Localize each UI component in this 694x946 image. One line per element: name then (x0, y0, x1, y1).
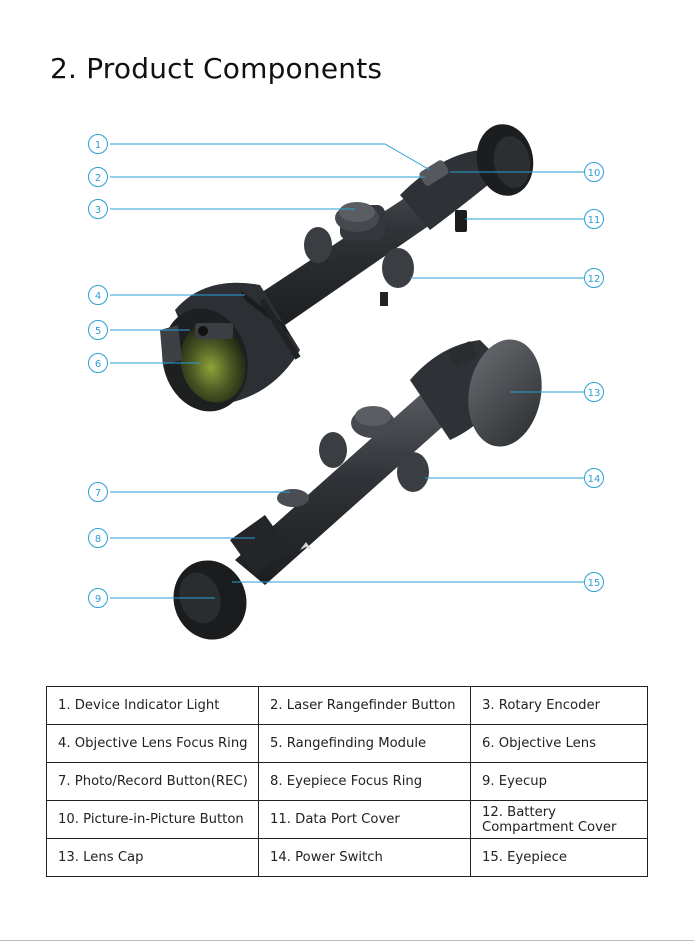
table-cell: 13. Lens Cap (46, 838, 259, 877)
svg-text:10: 10 (588, 168, 601, 179)
callout-2: 2 (88, 167, 108, 187)
svg-text:7: 7 (95, 488, 101, 499)
callout-11: 11 (584, 209, 604, 229)
product-diagram: 1 2 3 4 5 6 7 8 9 10 11 12 13 14 15 (0, 120, 694, 660)
callout-4: 4 (88, 285, 108, 305)
table-cell: 9. Eyecup (470, 762, 648, 801)
table-row: 13. Lens Cap 14. Power Switch 15. Eyepie… (46, 838, 648, 877)
scope-top-view (160, 124, 534, 412)
table-cell: 1. Device Indicator Light (46, 686, 259, 725)
callout-10: 10 (584, 162, 604, 182)
table-cell: 3. Rotary Encoder (470, 686, 648, 725)
svg-text:2: 2 (95, 173, 101, 184)
table-cell: 5. Rangefinding Module (258, 724, 471, 763)
callout-12: 12 (584, 268, 604, 288)
table-cell: 15. Eyepiece (470, 838, 648, 877)
table-cell: 4. Objective Lens Focus Ring (46, 724, 259, 763)
callout-5: 5 (88, 320, 108, 340)
table-cell: 2. Laser Rangefinder Button (258, 686, 471, 725)
callout-lines (110, 143, 585, 599)
callout-15: 15 (584, 572, 604, 592)
svg-text:4: 4 (95, 291, 101, 302)
svg-text:8: 8 (95, 534, 101, 545)
callout-8: 8 (88, 528, 108, 548)
svg-text:5: 5 (95, 326, 101, 337)
svg-text:13: 13 (588, 388, 601, 399)
svg-text:3: 3 (95, 205, 101, 216)
callout-1: 1 (88, 134, 108, 154)
table-cell: 12. Battery Compartment Cover (470, 800, 648, 839)
svg-text:6: 6 (95, 359, 101, 370)
table-cell: 14. Power Switch (258, 838, 471, 877)
table-cell: 8. Eyepiece Focus Ring (258, 762, 471, 801)
callout-3: 3 (88, 199, 108, 219)
table-row: 7. Photo/Record Button(REC) 8. Eyepiece … (46, 762, 648, 801)
svg-text:11: 11 (588, 215, 601, 226)
svg-text:1: 1 (95, 140, 101, 151)
callout-14: 14 (584, 468, 604, 488)
svg-text:9: 9 (95, 594, 101, 605)
svg-text:15: 15 (588, 578, 601, 589)
callout-9: 9 (88, 588, 108, 608)
page-title: 2. Product Components (50, 52, 383, 85)
callout-6: 6 (88, 353, 108, 373)
table-cell: 11. Data Port Cover (258, 800, 471, 839)
table-row: 10. Picture-in-Picture Button 11. Data P… (46, 800, 648, 839)
components-table: 1. Device Indicator Light 2. Laser Range… (46, 686, 648, 877)
table-cell: 6. Objective Lens (470, 724, 648, 763)
svg-text:12: 12 (588, 274, 601, 285)
svg-text:14: 14 (588, 474, 601, 485)
table-row: 1. Device Indicator Light 2. Laser Range… (46, 686, 648, 725)
callout-13: 13 (584, 382, 604, 402)
table-cell: 7. Photo/Record Button(REC) (46, 762, 259, 801)
table-row: 4. Objective Lens Focus Ring 5. Rangefin… (46, 724, 648, 763)
scope-bottom-view (173, 339, 542, 640)
page-bottom-rule (0, 940, 694, 941)
callout-7: 7 (88, 482, 108, 502)
callout-markers: 1 2 3 4 5 6 7 8 9 10 11 12 13 14 15 (88, 134, 604, 608)
table-cell: 10. Picture-in-Picture Button (46, 800, 259, 839)
